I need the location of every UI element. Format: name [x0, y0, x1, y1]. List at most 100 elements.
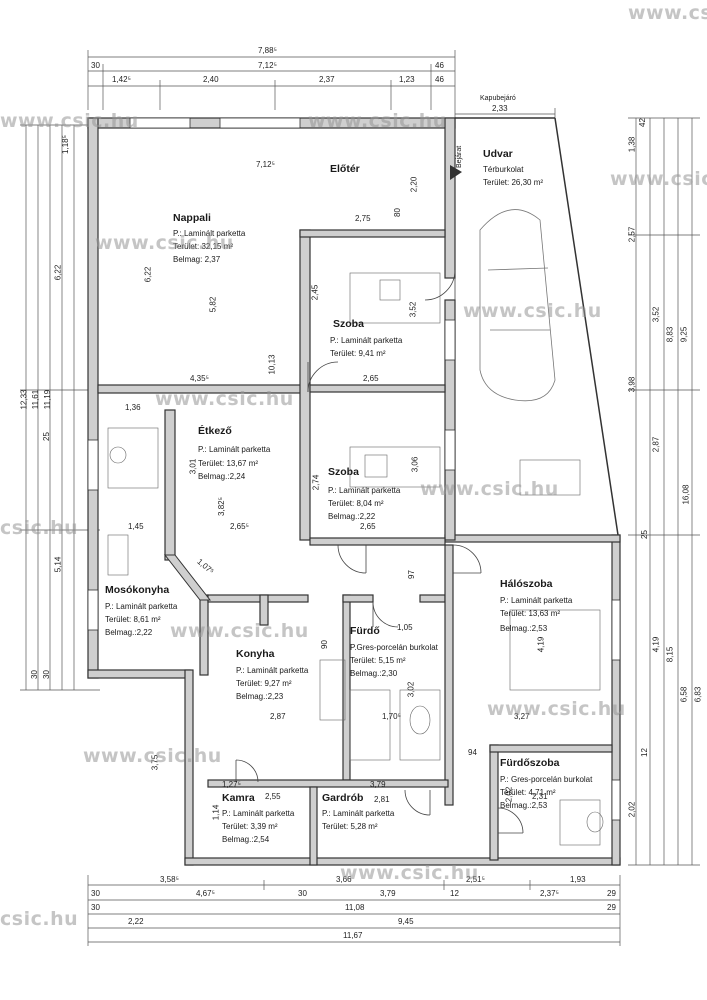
dim-right-n: 2,02 — [627, 801, 637, 818]
dim-inner-n20: 2,87 — [270, 712, 286, 721]
dim-right-p: 25 — [639, 530, 649, 539]
dim-top-gate: 2,33 — [492, 104, 508, 113]
room-kamra-floor: P.: Laminált parketta — [222, 809, 295, 818]
dim-left-a: 12,33 — [19, 389, 29, 410]
dim-right-o: 12 — [639, 748, 649, 757]
room-etkezo-height: Belmag.:2,24 — [198, 472, 246, 481]
dim-bottom-r2e: 12 — [450, 889, 459, 898]
dim-inner-n15: 3,06 — [410, 456, 420, 473]
dim-inner-n10: 1,45 — [128, 522, 144, 531]
watermark-5: www.csic.hu — [95, 232, 234, 254]
watermark-12: www.csic.hu — [83, 745, 222, 767]
dim-bottom-r2d: 3,79 — [380, 889, 396, 898]
dim-inner-n2: 6,22 — [143, 266, 153, 283]
dim-top-r3e: 46 — [435, 75, 444, 84]
dim-right-l: 4,19 — [651, 636, 661, 653]
room-szoba2-area: Terület: 8,04 m² — [328, 499, 384, 508]
dim-inner-n4: 10,13 — [267, 354, 277, 375]
windows — [87, 117, 621, 821]
room-haloszoba-area: Terület: 13,63 m² — [500, 609, 561, 618]
dim-inner-n7: 2,45 — [310, 284, 320, 301]
dim-right-m: 2,87 — [651, 436, 661, 453]
dim-bottom-r5: 11,67 — [343, 931, 363, 940]
watermark-10: www.csic.hu — [170, 620, 309, 642]
room-furdo-floor: P.Gres-porcelán burkolat — [350, 643, 438, 652]
dim-right-i: 6,83 — [693, 686, 703, 703]
dim-top-r3c: 2,37 — [319, 75, 335, 84]
dim-right-c: 8,83 — [665, 326, 675, 343]
room-gardrob-area: Terület: 5,28 m² — [322, 822, 378, 831]
courtyard-boundary — [455, 117, 619, 536]
dim-top-r3d: 1,23 — [399, 75, 415, 84]
room-konyha-area: Terület: 9,27 m² — [236, 679, 292, 688]
dim-bottom-r2c: 30 — [298, 889, 307, 898]
dim-left-h: 30 — [41, 670, 51, 679]
dim-inner-n1: 7,12⁵ — [256, 160, 275, 169]
room-furdo-name: Fürdő — [350, 625, 380, 637]
dim-inner-n6: 2,75 — [355, 214, 371, 223]
room-etkezo-floor: P.: Laminált parketta — [198, 445, 271, 454]
dim-inner-n3: 5,82 — [208, 296, 218, 313]
dim-right-h: 42 — [637, 118, 647, 127]
dim-bottom-r2a: 30 — [91, 889, 100, 898]
room-udvar-floor: Térburkolat — [483, 165, 524, 174]
dim-right-d: 3,98 — [627, 376, 637, 393]
dim-inner-n9: 2,65 — [363, 374, 379, 383]
room-szoba1-floor: P.: Laminált parketta — [330, 336, 403, 345]
top-dimension-lines — [87, 50, 556, 118]
room-szoba2-floor: P.: Laminált parketta — [328, 486, 401, 495]
room-furdo-height: Belmag.:2,30 — [350, 669, 398, 678]
dim-right-e: 3,52 — [651, 306, 661, 323]
room-kamra-area: Terület: 3,39 m² — [222, 822, 278, 831]
room-konyha-height: Belmag.:2,23 — [236, 692, 284, 701]
dim-bottom-r2g: 29 — [607, 889, 616, 898]
room-furdoszoba-floor: P.: Gres-porcelán burkolat — [500, 775, 593, 784]
dim-top-r2c: 46 — [435, 61, 444, 70]
watermark-6: www.csic.hu — [463, 300, 602, 322]
dim-bottom-r3b: 11,08 — [345, 903, 365, 912]
room-szoba1-name: Szoba — [333, 318, 364, 330]
dim-inner-n16: 2,65 — [360, 522, 376, 531]
watermark-1: www.csic.hu — [628, 2, 707, 24]
dim-inner-n8: 3,52 — [408, 301, 418, 318]
room-udvar-area: Terület: 26,30 m² — [483, 178, 544, 187]
dim-top-r2a: 30 — [91, 61, 100, 70]
watermark-11: www.csic.hu — [487, 698, 626, 720]
watermark-7: www.csic.hu — [155, 388, 294, 410]
room-udvar-name: Udvar — [483, 148, 513, 160]
room-furdo-area: Terület: 5,15 m² — [350, 656, 406, 665]
room-szoba2-height: Belmag.:2,22 — [328, 512, 376, 521]
entrance-arrow — [450, 165, 462, 180]
room-furdoszoba-name: Fürdőszoba — [500, 757, 560, 769]
dim-left-g: 30 — [29, 670, 39, 679]
watermark-8: www.csic.hu — [420, 478, 559, 500]
dim-inner-n33: 4,19 — [536, 636, 546, 653]
dim-bottom-r1a: 3,58⁵ — [160, 875, 179, 884]
watermark-9: csic.hu — [0, 517, 79, 539]
room-szoba1-area: Terület: 9,41 m² — [330, 349, 386, 358]
dim-left-d: 6,22 — [53, 264, 63, 281]
room-gardrob-name: Gardrób — [322, 792, 364, 804]
dim-left-f: 25 — [41, 432, 51, 441]
dim-inner-n32: 90 — [319, 640, 329, 649]
dim-left-b: 11,61 — [31, 389, 41, 410]
label-kapubejaro: Kapubejáró — [480, 95, 516, 102]
dim-right-g: 1,38 — [627, 136, 637, 153]
dim-bottom-r4a: 2,22 — [128, 917, 144, 926]
dim-inner-n27: 3,79 — [370, 780, 386, 789]
room-szoba2-name: Szoba — [328, 466, 359, 478]
dim-left-c: 11,19 — [43, 389, 53, 410]
room-mosokonyha-name: Mosókonyha — [105, 584, 170, 596]
dim-right-k: 8,15 — [665, 646, 675, 663]
dim-inner-n22: 3,27 — [514, 712, 530, 721]
dim-bottom-r1b: 3,66 — [336, 875, 352, 884]
dim-inner-n31: 97 — [406, 570, 416, 579]
room-etkezo-name: Étkező — [198, 425, 232, 437]
dim-top-r3b: 2,40 — [203, 75, 219, 84]
room-nappali-floor: P.: Laminált parketta — [173, 229, 246, 238]
doors — [235, 269, 524, 834]
dim-inner-n5: 4,35⁵ — [190, 374, 209, 383]
furniture — [107, 272, 604, 846]
dim-left-e: 5,14 — [53, 556, 63, 573]
watermark-3: www.csic.hu — [308, 110, 447, 132]
